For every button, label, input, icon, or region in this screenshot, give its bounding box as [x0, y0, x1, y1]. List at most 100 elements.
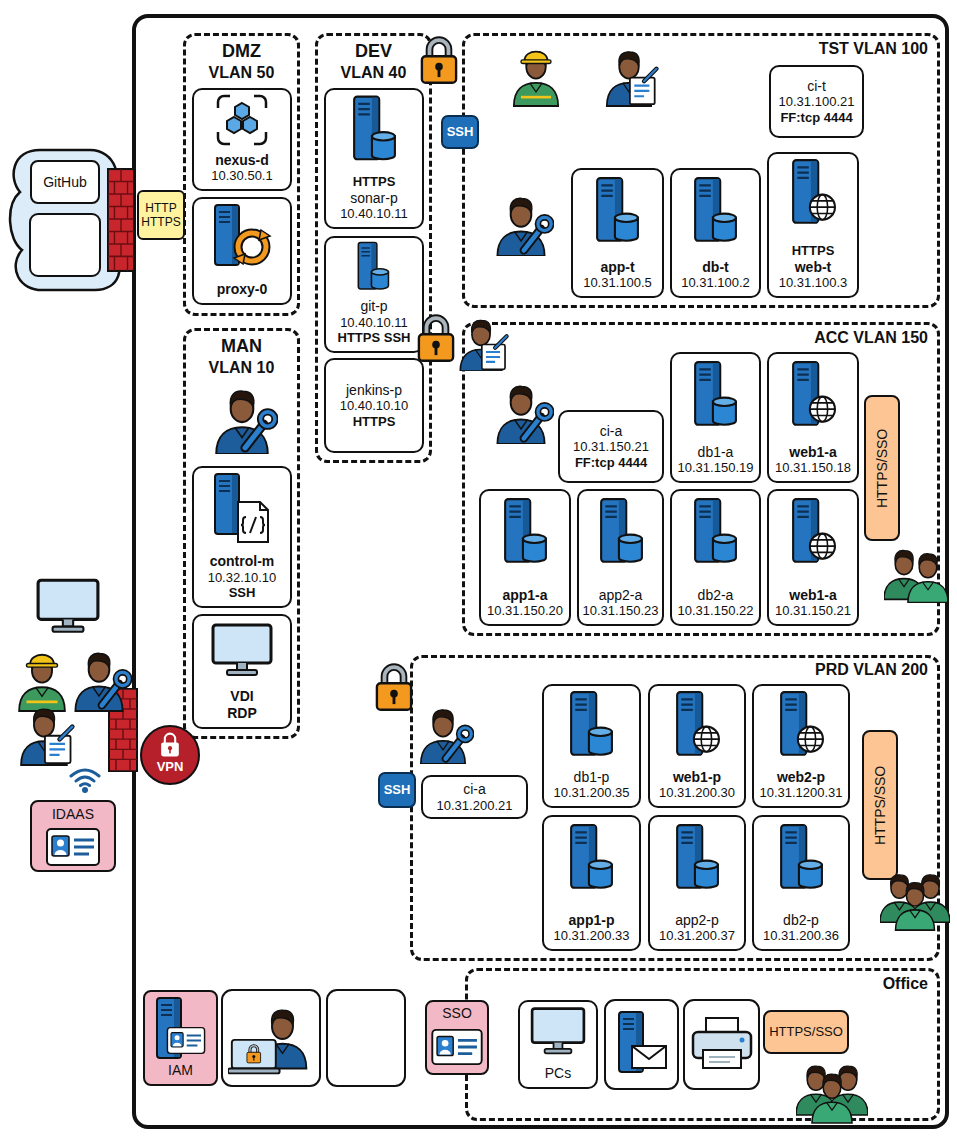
- worker-icon: [514, 52, 558, 106]
- server-box: db2-p10.31.200.36: [752, 815, 850, 951]
- protocol-label: HTTP HTTPS: [141, 201, 181, 230]
- mail-server-icon: [619, 1012, 666, 1072]
- engineer-icon: [497, 386, 551, 444]
- engineer-icon: [497, 198, 551, 256]
- monitor-icon: [532, 1009, 584, 1054]
- identity-label: SSO: [442, 1005, 472, 1022]
- server-box: app1-a10.31.150.20: [479, 489, 571, 626]
- protocol-label: SSH: [447, 124, 474, 140]
- server-label: HTTPS: [353, 414, 396, 430]
- server-box: db2-a10.31.150.22: [670, 489, 761, 626]
- server-label: sonar-p: [350, 190, 397, 207]
- server-label: app2-p: [675, 912, 719, 929]
- vlan-zone: MANVLAN 10control-m10.32.10.10SSHVDIRDP: [183, 328, 300, 739]
- server-label: 10.40.10.11: [340, 206, 408, 222]
- server-box: ci-a10.31.150.21FF:tcp 4444: [558, 410, 664, 483]
- server-label: 10.31.150.21: [775, 603, 851, 619]
- padlock-icon: [419, 318, 453, 361]
- server-label: proxy-0: [217, 281, 268, 298]
- users-icon: [880, 875, 950, 930]
- vpn-gateway: VPN: [140, 725, 200, 785]
- server-label: SSH: [229, 585, 256, 601]
- users-icon: [884, 550, 948, 602]
- server-label: 10.31.200.30: [659, 785, 735, 801]
- web-server-icon: [793, 499, 835, 562]
- server-box: proxy-0: [192, 197, 292, 305]
- server-label: PCs: [545, 1065, 571, 1082]
- server-label: db1-a: [698, 444, 734, 461]
- identity-box: SSO: [425, 1000, 489, 1075]
- vpn-label: VPN: [157, 759, 184, 775]
- server-label: 10.31.200.36: [763, 928, 839, 944]
- server-label: 10.31.200.35: [554, 785, 630, 801]
- access-badge: HTTPS/SSO: [763, 1010, 849, 1054]
- server-box: HTTPSsonar-p10.40.10.11: [324, 88, 424, 229]
- workstation-box: [222, 990, 320, 1086]
- monitor-icon: [213, 625, 271, 675]
- server-label: web1-a: [789, 587, 836, 604]
- padlock-icon: [422, 40, 456, 83]
- identity-label: IAM: [168, 1062, 193, 1079]
- server-label: web-t: [795, 259, 832, 276]
- engineer-icon: [421, 710, 471, 764]
- server-label: db2-a: [698, 587, 734, 604]
- analyst-icon: [607, 52, 657, 106]
- database-server-icon: [695, 362, 736, 425]
- server-box: web1-a10.31.150.21: [767, 489, 859, 626]
- vlan-zone: DEVVLAN 40HTTPSsonar-p10.40.10.11git-p10…: [315, 33, 432, 463]
- vlan-zone: OfficePCsHTTPS/SSO: [465, 968, 940, 1121]
- identity-box: IAM: [143, 990, 218, 1086]
- server-label: ci-a: [600, 423, 623, 440]
- server-box: git-p10.40.10.11HTTPS SSH: [324, 236, 424, 353]
- empty-box: [327, 990, 405, 1086]
- internet-cloud: [10, 150, 122, 290]
- server-box: db-t10.31.100.2: [670, 168, 761, 298]
- server-label: web2-p: [777, 769, 825, 786]
- protocol-label: SSH: [384, 782, 411, 798]
- server-box: PCs: [518, 1000, 598, 1089]
- server-box: control-m10.32.10.10SSH: [192, 466, 292, 608]
- database-server-icon: [505, 499, 546, 562]
- printer-box: [684, 1000, 759, 1089]
- server-box: web1-a10.31.150.18: [767, 352, 859, 483]
- server-label: 10.31.150.23: [583, 603, 659, 619]
- server-label: 10.31.150.21: [573, 439, 649, 455]
- database-server-icon: [597, 178, 638, 241]
- zone-heading: VLAN 50: [209, 63, 275, 82]
- server-label: 10.31.200.21: [437, 798, 513, 814]
- monitor-icon: [38, 580, 98, 632]
- server-label: control-m: [210, 553, 275, 570]
- server-label: app1-a: [502, 587, 547, 604]
- server-label: ci-t: [807, 78, 826, 95]
- server-label: app1-p: [569, 912, 615, 929]
- server-label: db2-p: [783, 912, 819, 929]
- server-box: web2-p10.31.1200.31: [752, 684, 850, 808]
- id-card-icon: [432, 1030, 481, 1064]
- zone-heading: VLAN 10: [209, 358, 275, 377]
- vlan-zone: PRD VLAN 200SSHci-a10.31.200.21db1-p10.3…: [410, 655, 940, 961]
- printer-icon: [693, 1018, 751, 1068]
- server-label: 10.31.100.5: [583, 275, 652, 291]
- analyst-icon: [460, 320, 506, 371]
- server-box: db1-a10.31.150.19: [670, 352, 761, 483]
- database-server-icon: [601, 499, 642, 562]
- server-box: db1-p10.31.200.35: [542, 684, 641, 808]
- zone-heading: DMZ: [222, 41, 261, 63]
- zone-heading: ACC VLAN 150: [814, 328, 928, 347]
- web-server-icon: [793, 160, 835, 223]
- database-server-icon: [571, 825, 612, 888]
- scheduler-icon: [215, 474, 268, 542]
- server-box: app1-p10.31.200.33: [542, 815, 641, 951]
- access-label: HTTPS/SSO: [874, 399, 891, 537]
- protocol-badge: SSH: [441, 115, 479, 149]
- server-box: nexus-d10.30.50.1: [192, 88, 292, 191]
- database-server-icon: [695, 178, 736, 241]
- server-label: RDP: [227, 705, 257, 722]
- repository-box: [30, 214, 100, 276]
- server-label: 10.31.150.19: [678, 460, 754, 476]
- web-server-icon: [793, 362, 835, 425]
- server-label: 10.32.10.10: [208, 570, 277, 586]
- id-card-icon: [47, 829, 99, 865]
